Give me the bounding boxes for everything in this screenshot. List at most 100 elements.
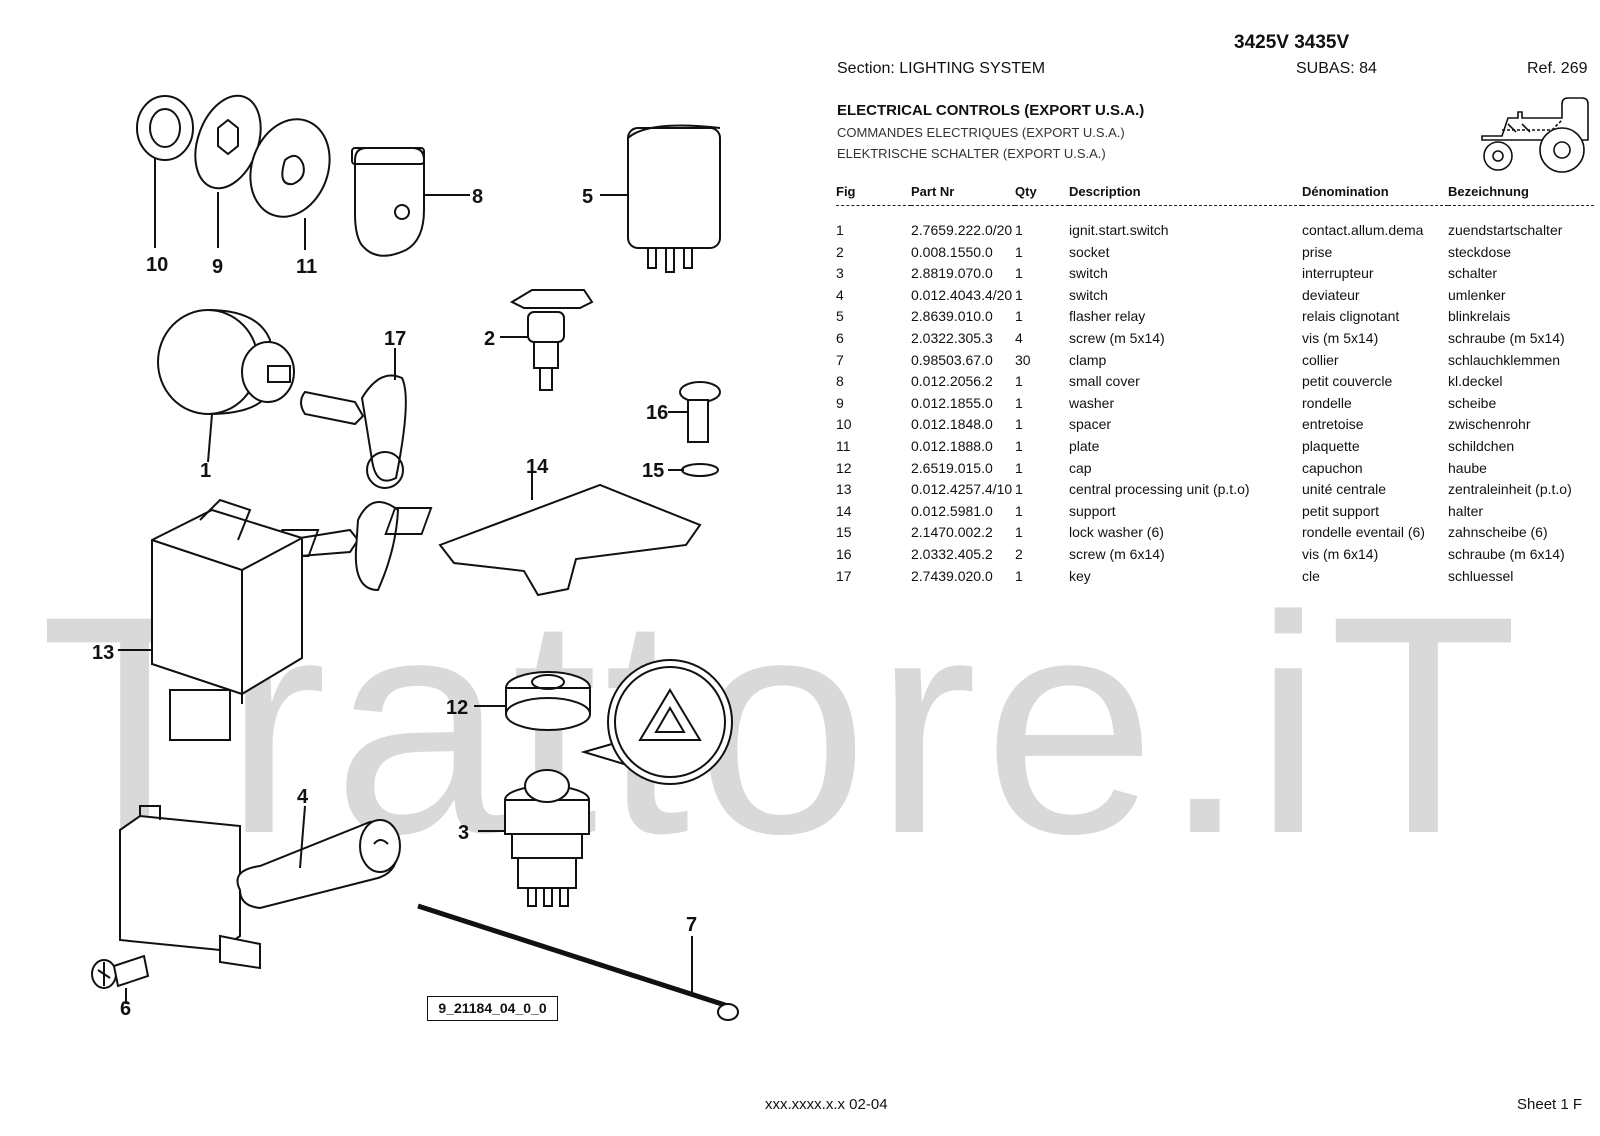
footer-doc-code: xxx.xxxx.x.x 02-04 bbox=[765, 1096, 888, 1113]
cell-fig: 7 bbox=[836, 351, 844, 368]
cell-qty: 1 bbox=[1015, 481, 1023, 498]
cell-qty: 1 bbox=[1015, 394, 1023, 411]
title-french: COMMANDES ELECTRIQUES (EXPORT U.S.A.) bbox=[837, 125, 1125, 140]
cell-part-nr: 0.012.2056.2 bbox=[911, 373, 993, 390]
cell-part-nr: 0.012.1888.0 bbox=[911, 437, 993, 454]
cell-description: support bbox=[1069, 502, 1116, 519]
cell-fig: 6 bbox=[836, 329, 844, 346]
cell-denomination: petit couvercle bbox=[1302, 373, 1393, 390]
cell-description: screw (m 6x14) bbox=[1069, 545, 1165, 562]
callout-7: 7 bbox=[686, 914, 698, 936]
cell-bezeichnung: blinkrelais bbox=[1448, 308, 1511, 325]
footer-sheet: Sheet 1 F bbox=[1517, 1096, 1583, 1113]
cell-bezeichnung: zahnscheibe (6) bbox=[1448, 524, 1548, 541]
parts-drawing bbox=[91, 94, 739, 1021]
col-bezeichnung: Bezeichnung bbox=[1448, 182, 1594, 206]
cell-description: screw (m 5x14) bbox=[1069, 329, 1165, 346]
callout-14: 14 bbox=[526, 456, 549, 478]
col-denomination: Dénomination bbox=[1302, 182, 1448, 206]
cell-part-nr: 2.8639.010.0 bbox=[911, 308, 993, 325]
cell-bezeichnung: schlauchklemmen bbox=[1448, 351, 1561, 368]
direction-switch-part-4 bbox=[119, 805, 401, 970]
cpu-part-13 bbox=[118, 498, 303, 741]
cell-bezeichnung: schluessel bbox=[1448, 567, 1514, 584]
cell-qty: 2 bbox=[1015, 545, 1023, 562]
cell-denomination: prise bbox=[1302, 243, 1333, 260]
cell-bezeichnung: zentraleinheit (p.t.o) bbox=[1448, 481, 1572, 498]
cell-qty: 1 bbox=[1015, 567, 1023, 584]
socket-part-2 bbox=[500, 289, 594, 391]
cell-bezeichnung: kl.deckel bbox=[1448, 373, 1503, 390]
cell-description: lock washer (6) bbox=[1069, 524, 1164, 541]
cell-denomination: cle bbox=[1302, 567, 1320, 584]
cell-description: flasher relay bbox=[1069, 308, 1146, 325]
cell-denomination: contact.allum.dema bbox=[1302, 222, 1424, 238]
cell-part-nr: 0.012.4043.4/20 bbox=[911, 286, 1013, 303]
table-header-row: Fig Part Nr Qty Description Dénomination… bbox=[836, 182, 1594, 206]
cell-description: spacer bbox=[1069, 416, 1112, 433]
cell-part-nr: 0.012.4257.4/10 bbox=[911, 481, 1013, 498]
cell-qty: 1 bbox=[1015, 416, 1023, 433]
cell-qty: 1 bbox=[1015, 459, 1023, 476]
callout-9: 9 bbox=[212, 256, 224, 278]
cell-denomination: petit support bbox=[1302, 502, 1380, 519]
cell-fig: 5 bbox=[836, 308, 844, 325]
cell-description: ignit.start.switch bbox=[1069, 222, 1169, 238]
plate-part-11 bbox=[249, 118, 331, 250]
col-part-nr: Part Nr bbox=[911, 182, 1015, 206]
callout-1: 1 bbox=[200, 460, 212, 482]
callout-12: 12 bbox=[446, 697, 469, 719]
cell-part-nr: 2.7659.222.0/20 bbox=[911, 222, 1013, 238]
cell-bezeichnung: umlenker bbox=[1448, 286, 1506, 303]
callout-17: 17 bbox=[384, 328, 407, 350]
cell-denomination: entretoise bbox=[1302, 416, 1364, 433]
cell-description: cap bbox=[1069, 459, 1092, 476]
cell-denomination: collier bbox=[1302, 351, 1339, 368]
cell-denomination: deviateur bbox=[1302, 286, 1360, 303]
callout-13: 13 bbox=[92, 642, 115, 664]
cell-description: clamp bbox=[1069, 351, 1107, 368]
callout-16: 16 bbox=[646, 402, 669, 424]
cell-fig: 8 bbox=[836, 373, 844, 390]
cell-qty: 30 bbox=[1015, 351, 1031, 368]
title-english: ELECTRICAL CONTROLS (EXPORT U.S.A.) bbox=[837, 102, 1145, 119]
cell-qty: 1 bbox=[1015, 373, 1023, 390]
cell-bezeichnung: schalter bbox=[1448, 265, 1498, 282]
cell-qty: 1 bbox=[1015, 502, 1023, 519]
callout-5: 5 bbox=[582, 186, 594, 208]
cell-part-nr: 2.1470.002.2 bbox=[911, 524, 993, 541]
screw-part-16 bbox=[668, 381, 721, 443]
cell-qty: 1 bbox=[1015, 243, 1023, 260]
cell-part-nr: 2.0322.305.3 bbox=[911, 329, 993, 346]
callout-10: 10 bbox=[146, 254, 169, 276]
cell-fig: 9 bbox=[836, 394, 844, 411]
cell-qty: 1 bbox=[1015, 265, 1023, 282]
title-german: ELEKTRISCHE SCHALTER (EXPORT U.S.A.) bbox=[837, 146, 1106, 161]
switch-part-3 bbox=[478, 769, 590, 907]
cell-part-nr: 2.6519.015.0 bbox=[911, 459, 993, 476]
cell-description: switch bbox=[1069, 265, 1108, 282]
cell-bezeichnung: steckdose bbox=[1448, 243, 1512, 260]
cell-description: washer bbox=[1069, 394, 1115, 411]
cell-bezeichnung: schraube (m 5x14) bbox=[1448, 329, 1565, 346]
cell-bezeichnung: zuendstartschalter bbox=[1448, 222, 1563, 238]
parts-table: Fig Part Nr Qty Description Dénomination… bbox=[836, 182, 1594, 587]
small-cover-part-8 bbox=[351, 147, 470, 257]
exploded-parts-diagram bbox=[0, 0, 760, 1131]
lock-washer-part-15 bbox=[668, 463, 719, 477]
cell-bezeichnung: schraube (m 6x14) bbox=[1448, 545, 1565, 562]
cell-part-nr: 0.012.1848.0 bbox=[911, 416, 993, 433]
cell-fig: 14 bbox=[836, 502, 852, 519]
cell-part-nr: 0.008.1550.0 bbox=[911, 243, 993, 260]
cell-bezeichnung: scheibe bbox=[1448, 394, 1497, 411]
cell-fig: 16 bbox=[836, 545, 852, 562]
clamp-part-7 bbox=[417, 901, 739, 1021]
